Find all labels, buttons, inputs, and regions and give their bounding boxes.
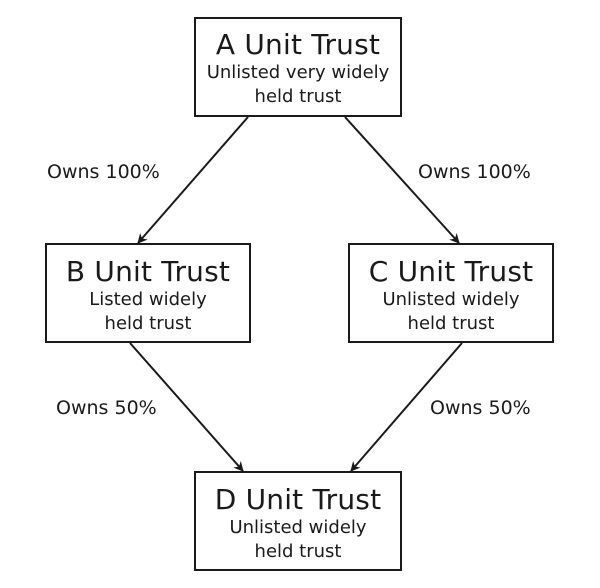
node-b-title: B Unit Trust — [65, 255, 231, 288]
node-a-unit-trust: A Unit Trust Unlisted very widely held t… — [194, 17, 402, 117]
arrow-a-to-b — [137, 116, 249, 244]
arrow-b-to-d — [129, 342, 244, 472]
node-c-subtitle: Unlisted widely held trust — [382, 289, 520, 334]
node-b-subtitle: Listed widely held trust — [89, 289, 207, 334]
node-a-subtitle: Unlisted very widely held trust — [206, 62, 390, 107]
edge-label-b-to-d: Owns 50% — [56, 397, 157, 419]
node-a-title: A Unit Trust — [215, 28, 381, 61]
node-c-unit-trust: C Unit Trust Unlisted widely held trust — [348, 243, 554, 343]
edge-label-a-to-b: Owns 100% — [47, 161, 160, 183]
edge-label-a-to-c: Owns 100% — [418, 161, 531, 183]
arrow-c-to-d — [350, 342, 463, 472]
edge-label-c-to-d: Owns 50% — [430, 397, 531, 419]
node-d-unit-trust: D Unit Trust Unlisted widely held trust — [194, 471, 402, 571]
node-d-subtitle: Unlisted widely held trust — [229, 517, 367, 562]
node-d-title: D Unit Trust — [214, 483, 382, 516]
node-b-unit-trust: B Unit Trust Listed widely held trust — [45, 243, 251, 343]
arrow-a-to-c — [344, 116, 460, 244]
node-c-title: C Unit Trust — [368, 255, 534, 288]
